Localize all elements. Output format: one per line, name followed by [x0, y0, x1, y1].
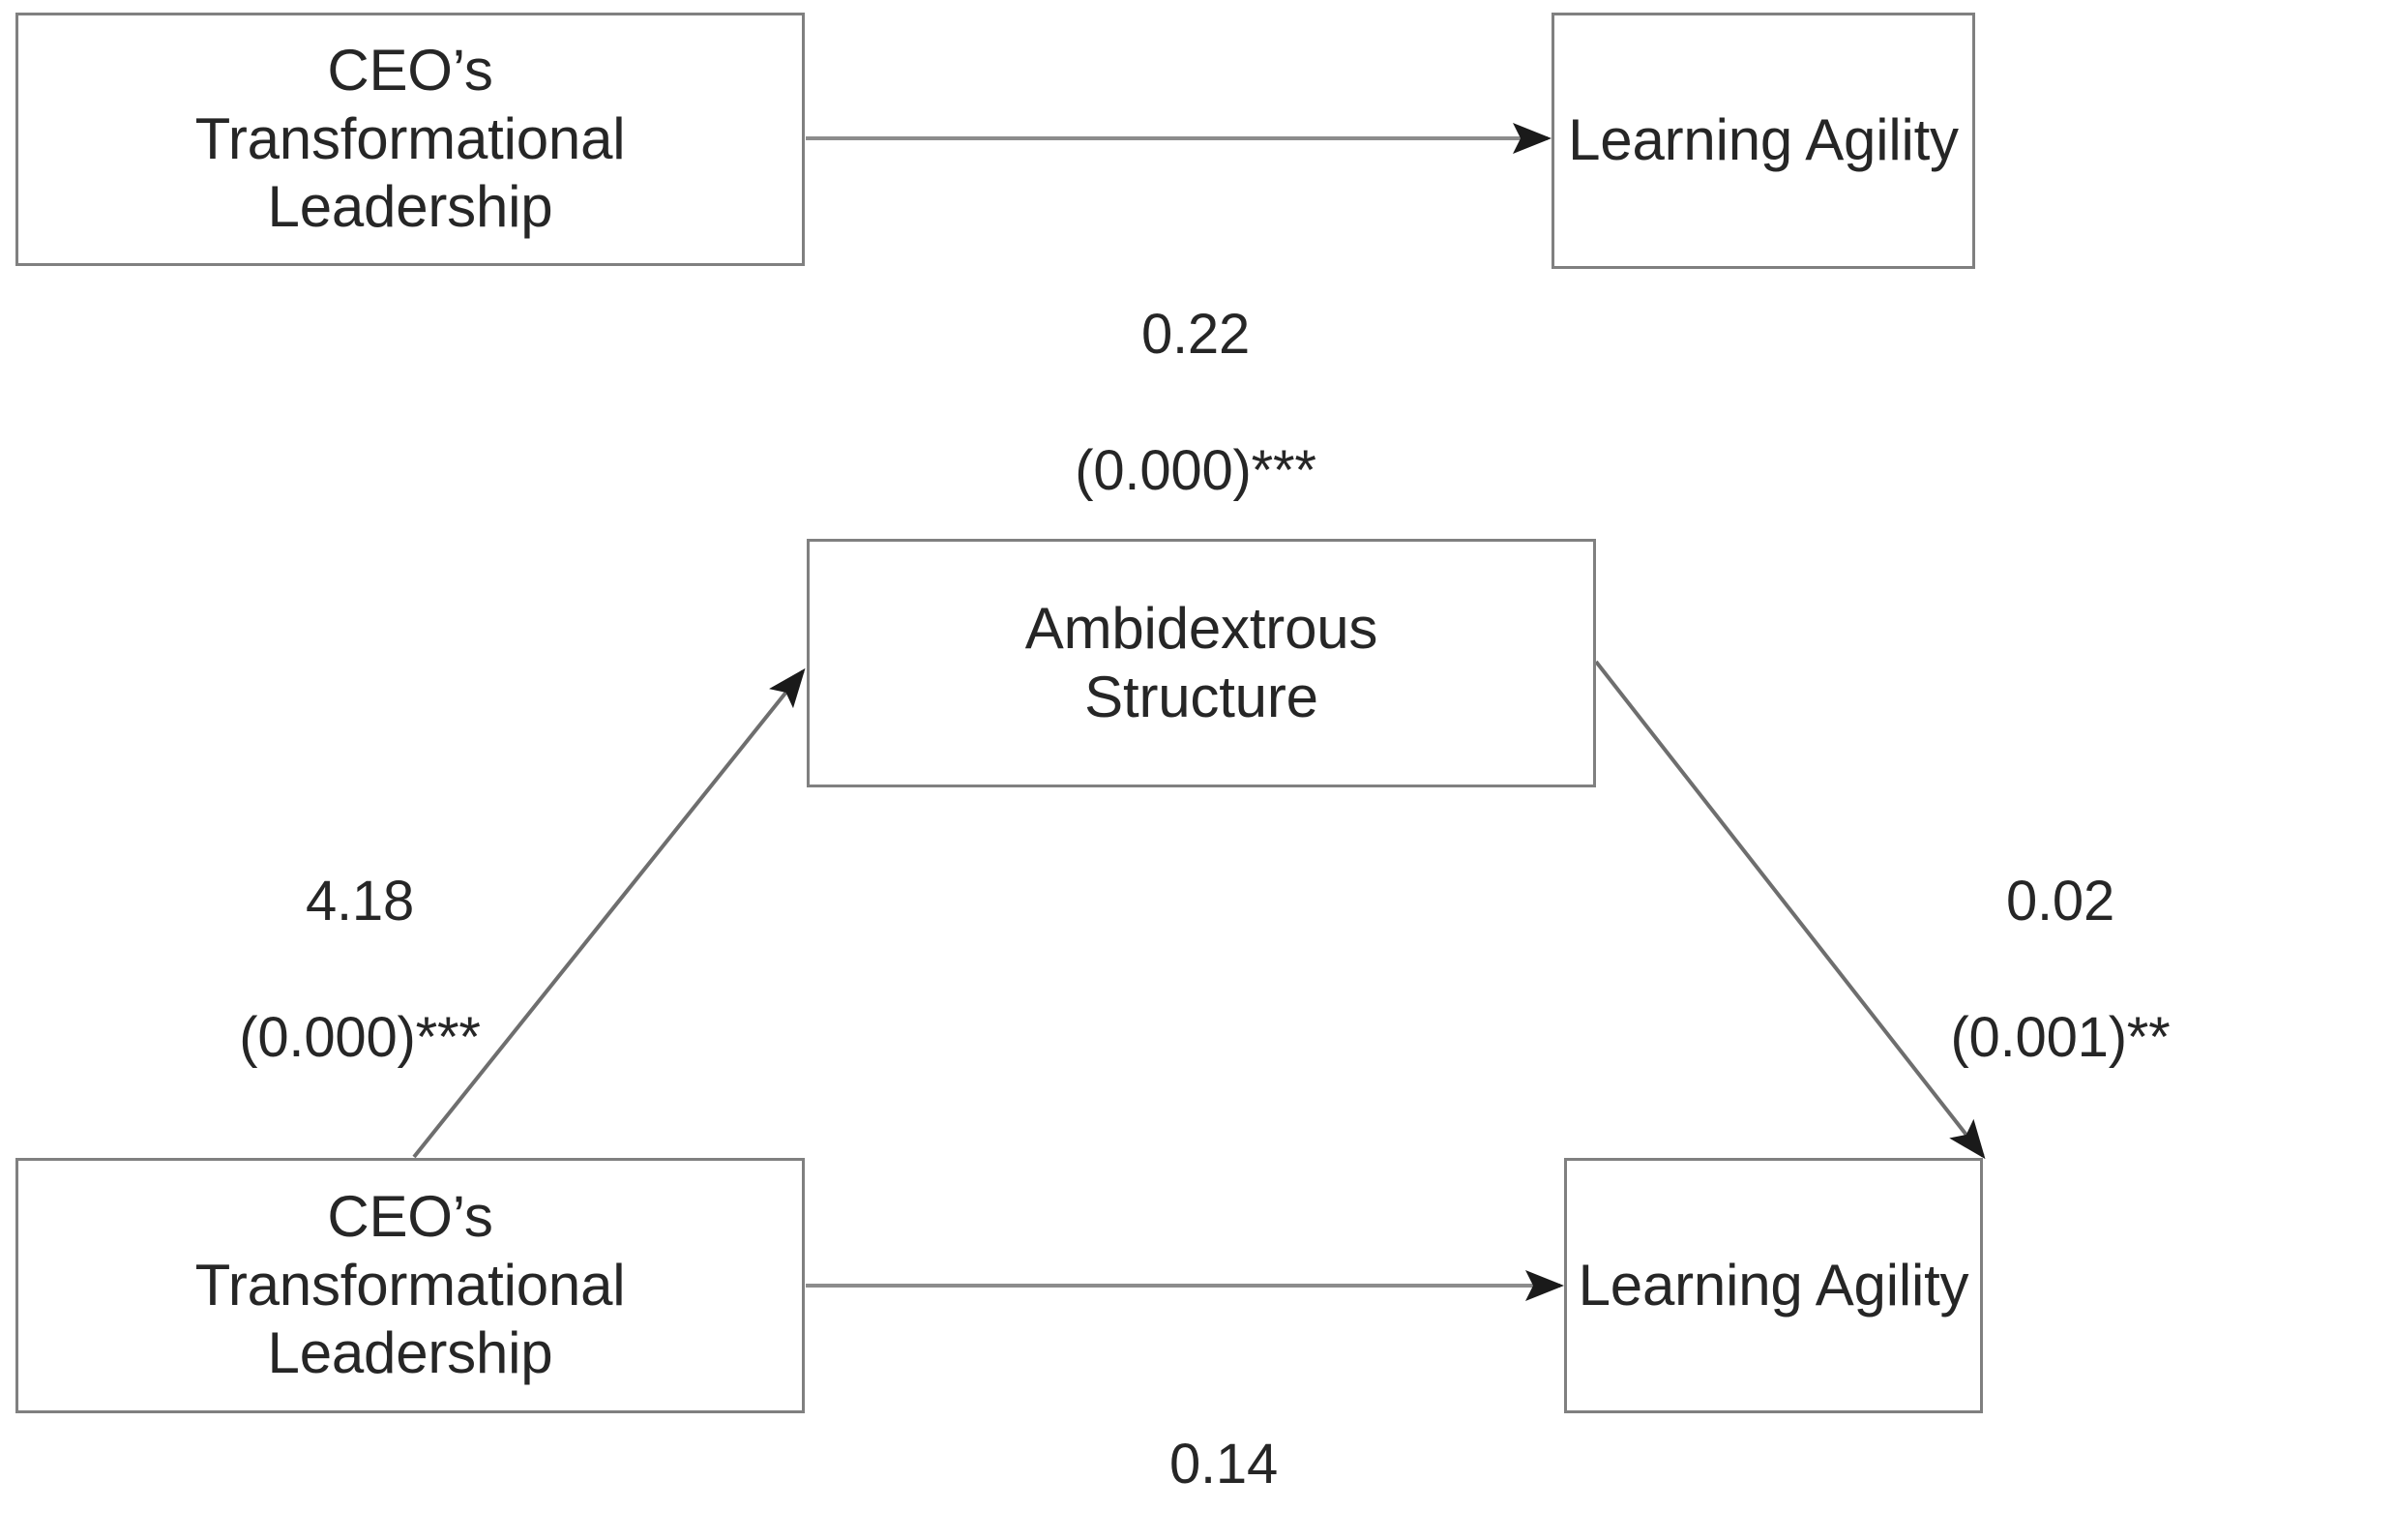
node-ambidextrous-structure[interactable]: Ambidextrous Structure — [807, 539, 1596, 787]
node-ceo-transformational-leadership-bottom[interactable]: CEO’s Transformational Leadership — [15, 1158, 805, 1413]
node-learning-agility-bottom[interactable]: Learning Agility — [1564, 1158, 1983, 1413]
edge-coefficient: 4.18 — [305, 869, 415, 933]
edge-coefficient: 0.02 — [2005, 869, 2115, 933]
edge-label-bottom-direct: 0.14 (0.006)** — [1001, 1362, 1446, 1540]
edge-label-right-diagonal: 0.02 (0.001)** — [1838, 799, 2283, 1141]
edge-label-left-diagonal: 4.18 (0.000)*** — [137, 799, 582, 1141]
edge-pvalue: (0.000)*** — [239, 1006, 481, 1070]
node-learning-agility-top[interactable]: Learning Agility — [1552, 13, 1975, 269]
edge-label-top-direct: 0.22 (0.000)*** — [973, 232, 1418, 575]
edge-pvalue: (0.000)*** — [1075, 439, 1316, 503]
edge-pvalue: (0.001)** — [1950, 1006, 2171, 1070]
node-ceo-transformational-leadership-top[interactable]: CEO’s Transformational Leadership — [15, 13, 805, 266]
edge-coefficient: 0.22 — [1140, 302, 1251, 366]
edge-coefficient: 0.14 — [1168, 1432, 1279, 1496]
